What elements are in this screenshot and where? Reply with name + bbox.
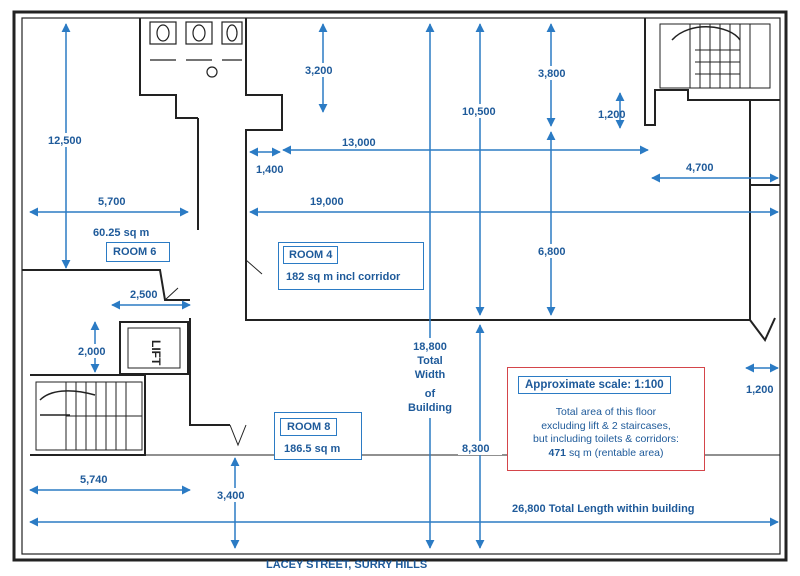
width-word-building: Building (408, 402, 452, 414)
dim-8300: 8,300 (462, 443, 490, 455)
scale-title: Approximate scale: 1:100 (518, 376, 671, 394)
room6-area-text: 60.25 sq m (93, 227, 150, 239)
dim-10500: 10,500 (462, 106, 496, 118)
dim-26800: 26,800 Total Length within building (512, 503, 695, 515)
dim-2000: 2,000 (78, 346, 106, 358)
dim-5700: 5,700 (98, 196, 126, 208)
room8-name: ROOM 8 (280, 418, 338, 436)
scale-line-2: excluding lift & 2 staircases, (541, 419, 671, 432)
toilet-fixtures (149, 21, 243, 78)
dim-12500: 12,500 (48, 135, 82, 147)
scale-line-3: but including toilets & corridors: (533, 433, 679, 445)
width-word-total: Total (417, 355, 442, 367)
width-value: 18,800 (413, 341, 447, 353)
room8-area: 186.5 sq m (284, 443, 341, 455)
dim-1400: 1,400 (256, 164, 284, 176)
dim-19000: 19,000 (310, 196, 344, 208)
dim-2500: 2,500 (130, 289, 158, 301)
dimension-labels: 12,500 3,200 3,800 10,500 1,200 13,000 1… (44, 63, 774, 515)
room6-name: ROOM 6 (113, 246, 157, 258)
width-word-of: of (425, 388, 436, 400)
lift-label: LIFT (149, 340, 163, 366)
outer-walls (12, 10, 788, 562)
scale-description: Total area of this floor excluding lift … (512, 406, 700, 460)
scale-area-value: 471 (548, 446, 567, 459)
lift-shaft (127, 327, 181, 369)
dim-6800: 6,800 (538, 246, 566, 258)
width-label: 18,800 Total Width of Building (400, 338, 460, 418)
door-swings (164, 259, 263, 447)
scale-line-1: Total area of this floor (555, 406, 657, 418)
street-label: LACEY STREET, SURRY HILLS (266, 559, 428, 571)
room4-area: 182 sq m incl corridor (286, 271, 401, 283)
staircase-left (35, 381, 143, 451)
staircase-top-right (659, 23, 771, 89)
dim-4700: 4,700 (686, 162, 714, 174)
scale-info-box: Approximate scale: 1:100 Total area of t… (507, 367, 705, 471)
dim-3400: 3,400 (217, 490, 245, 502)
scale-area-unit: sq m (rentable area) (566, 446, 664, 459)
scale-line-4: 471 sq m (rentable area) (512, 447, 700, 461)
dim-13000: 13,000 (342, 137, 376, 149)
room4-name: ROOM 4 (283, 246, 339, 264)
room8-box: ROOM 8 186.5 sq m (274, 412, 362, 460)
dim-1200-top: 1,200 (598, 109, 626, 121)
dim-5740: 5,740 (80, 474, 108, 486)
dim-3800: 3,800 (538, 68, 566, 80)
dim-1200-right: 1,200 (746, 384, 774, 396)
room4-box: ROOM 4 182 sq m incl corridor (278, 242, 424, 290)
room6-area: 60.25 sq m (93, 227, 149, 239)
dim-3200: 3,200 (305, 65, 333, 77)
interior-walls (22, 18, 780, 456)
width-word-width: Width (415, 369, 446, 381)
room6-label: ROOM 6 (106, 242, 170, 262)
